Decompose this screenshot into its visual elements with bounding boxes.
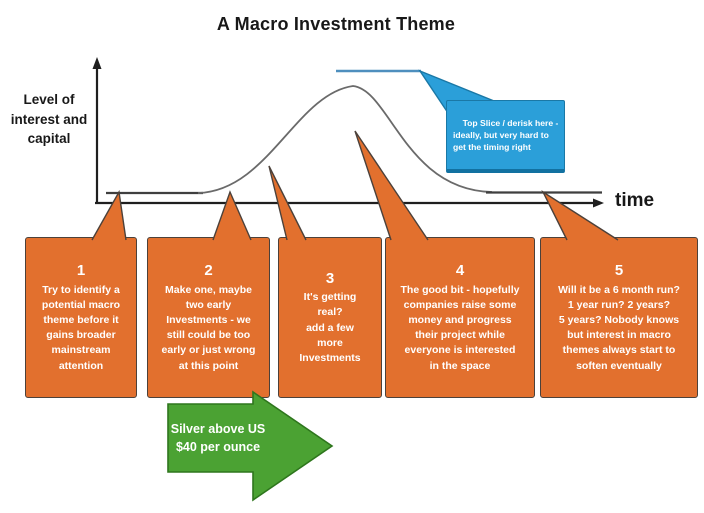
diagram-title: A Macro Investment Theme bbox=[216, 14, 456, 34]
step-5-callout: 5 Will it be a 6 month run? 1 year run? … bbox=[540, 237, 698, 398]
y-axis-label: Level of interest and capital bbox=[10, 92, 88, 147]
step-5-number: 5 bbox=[614, 262, 624, 280]
top-slice-callout-text: Top Slice / derisk here - ideally, but v… bbox=[453, 118, 559, 153]
step-4-number: 4 bbox=[455, 262, 465, 280]
step-4-pointer bbox=[354, 130, 429, 241]
step-3-pointer bbox=[268, 165, 307, 241]
step-2-number: 2 bbox=[204, 262, 213, 280]
top-slice-callout: Top Slice / derisk here - ideally, but v… bbox=[446, 100, 566, 174]
step-4-callout: 4 The good bit - hopefully companies rai… bbox=[385, 237, 535, 398]
step-2-callout: 2 Make one, maybe two early Investments … bbox=[147, 237, 270, 398]
step-3-callout: 3 It's getting real? add a few more Inve… bbox=[278, 237, 382, 398]
step-2-text: Make one, maybe two early Investments - … bbox=[161, 283, 256, 372]
step-3-number: 3 bbox=[325, 269, 335, 287]
step-1-text: Try to identify a potential macro theme … bbox=[41, 283, 121, 372]
green-arrow-shape bbox=[167, 390, 334, 502]
bell-curve bbox=[197, 85, 493, 194]
x-axis-arrowhead-icon bbox=[593, 198, 604, 208]
step-2-pointer bbox=[212, 190, 252, 241]
step-5-text: Will it be a 6 month run? 1 year run? 2 … bbox=[558, 283, 680, 372]
step-3-text: It's getting real? add a few more Invest… bbox=[299, 291, 361, 365]
step-5-pointer bbox=[541, 190, 619, 241]
green-arrow-label: Silver above US $40 per ounce bbox=[170, 422, 266, 455]
step-1-pointer bbox=[91, 189, 127, 241]
y-axis-arrowhead-icon bbox=[92, 57, 102, 69]
step-1-number: 1 bbox=[76, 262, 86, 280]
step-4-text: The good bit - hopefully companies raise… bbox=[400, 283, 520, 372]
x-axis-label: time bbox=[615, 190, 655, 211]
step-1-callout: 1 Try to identify a potential macro them… bbox=[25, 237, 137, 398]
